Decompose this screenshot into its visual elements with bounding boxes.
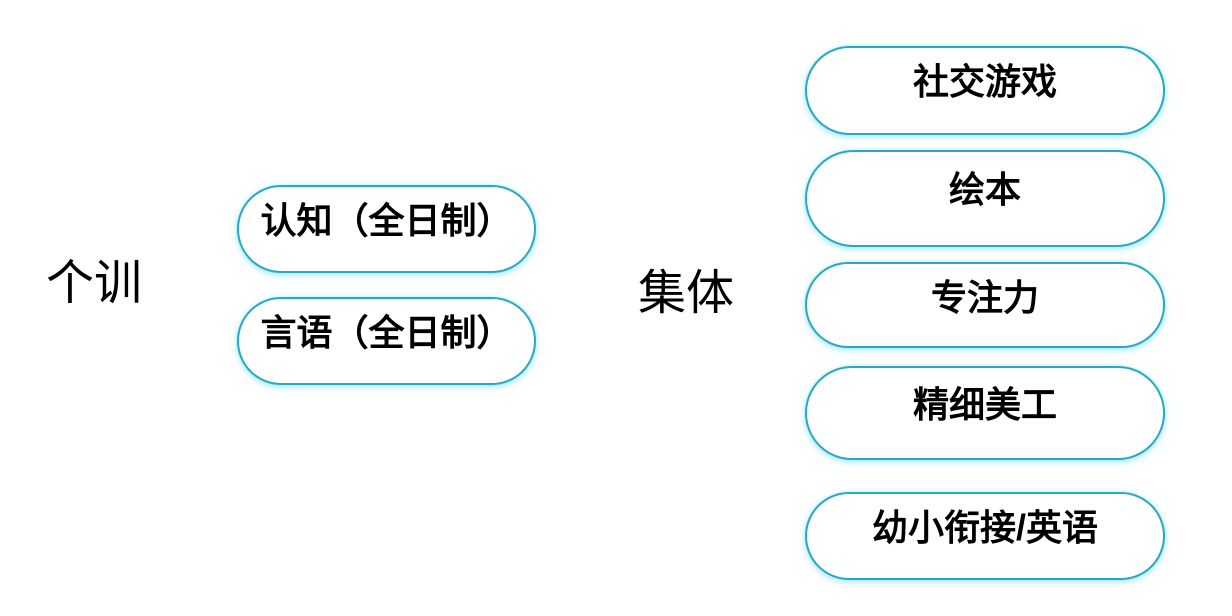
pill-speech-fulltime[interactable]: 言语（全日制） xyxy=(237,297,536,385)
pill-label: 幼小衔接/英语 xyxy=(871,507,1098,548)
pill-label: 认知（全日制） xyxy=(260,200,513,241)
pill-focus-training[interactable]: 专注力 xyxy=(805,262,1165,348)
pill-label: 言语（全日制） xyxy=(260,312,513,353)
pill-label: 绘本 xyxy=(948,169,1021,210)
pill-label: 社交游戏 xyxy=(912,61,1057,102)
pill-social-games[interactable]: 社交游戏 xyxy=(805,46,1165,135)
group-label-individual-training: 个训 xyxy=(46,257,143,310)
pill-picture-books[interactable]: 绘本 xyxy=(805,150,1165,247)
pill-school-transition-english[interactable]: 幼小衔接/英语 xyxy=(805,492,1165,580)
group-label-group-classes: 集体 xyxy=(638,267,735,320)
pill-label: 精细美工 xyxy=(912,384,1057,425)
pill-fine-motor-arts[interactable]: 精细美工 xyxy=(805,366,1165,460)
pill-label: 专注力 xyxy=(930,277,1039,318)
pill-cognition-fulltime[interactable]: 认知（全日制） xyxy=(237,185,536,273)
